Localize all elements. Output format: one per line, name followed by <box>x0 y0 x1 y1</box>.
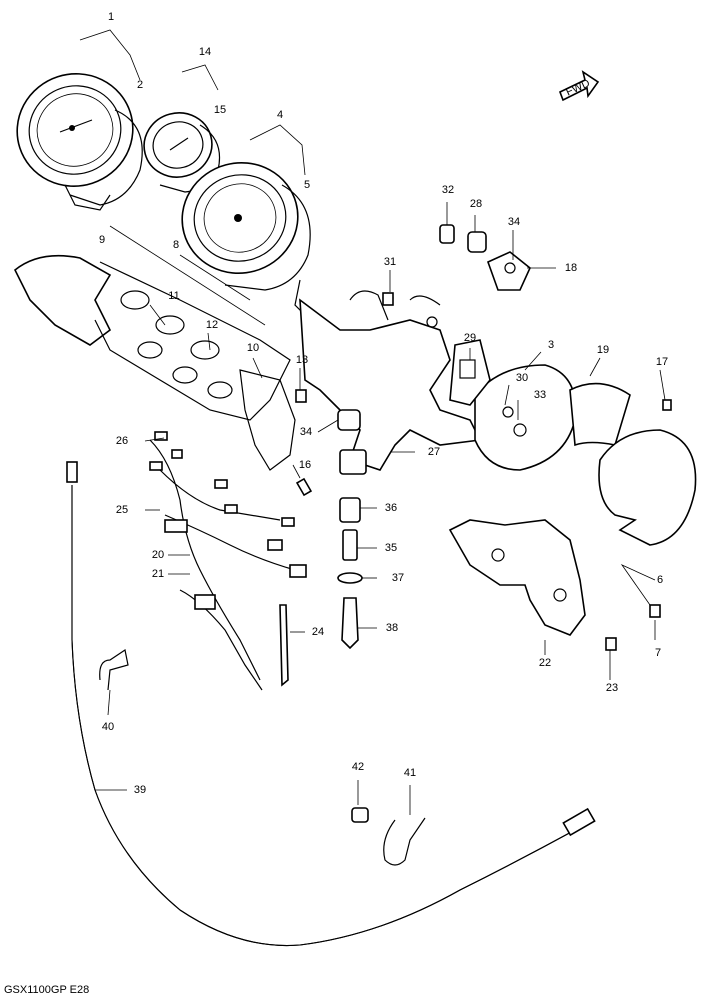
callout-18: 18 <box>565 262 577 274</box>
callout-13: 13 <box>296 354 308 366</box>
screws[interactable] <box>605 399 672 651</box>
callout-34a: 34 <box>508 216 520 228</box>
callout-32: 32 <box>442 184 454 196</box>
callout-15: 15 <box>214 104 226 116</box>
callout-24: 24 <box>312 626 324 638</box>
callout-12: 12 <box>206 319 218 331</box>
indicator-housing[interactable] <box>474 364 697 546</box>
callout-9: 9 <box>99 234 105 246</box>
callout-40: 40 <box>102 721 114 733</box>
callout-35: 35 <box>385 542 397 554</box>
callout-33: 33 <box>534 389 546 401</box>
speedometer[interactable] <box>3 59 148 211</box>
callout-25: 25 <box>116 504 128 516</box>
tachometer[interactable] <box>170 150 311 321</box>
callout-16: 16 <box>299 459 311 471</box>
callout-8: 8 <box>173 239 179 251</box>
top-small-parts[interactable] <box>439 224 531 291</box>
callout-14: 14 <box>199 46 211 58</box>
leader-lines <box>79 29 666 815</box>
speedometer-cable[interactable] <box>66 461 596 947</box>
callout-3: 3 <box>548 339 554 351</box>
callout-30: 30 <box>516 372 528 384</box>
callout-labels: 1 2 3 4 5 6 7 8 9 10 11 12 13 14 15 16 1… <box>99 11 668 796</box>
callout-31: 31 <box>384 256 396 268</box>
wiring-harness[interactable] <box>149 431 307 691</box>
callout-42: 42 <box>352 761 364 773</box>
callout-37: 37 <box>392 572 404 584</box>
cable-clamps[interactable] <box>99 649 426 866</box>
instrument-lower-cover[interactable] <box>13 254 296 471</box>
center-fasteners[interactable] <box>279 292 394 687</box>
callout-22: 22 <box>539 657 551 669</box>
callout-10: 10 <box>247 342 259 354</box>
callout-21: 21 <box>152 568 164 580</box>
callout-39: 39 <box>134 784 146 796</box>
callout-27: 27 <box>428 446 440 458</box>
callout-23: 23 <box>606 682 618 694</box>
callout-19: 19 <box>597 344 609 356</box>
callout-6: 6 <box>657 574 663 586</box>
callout-41: 41 <box>404 767 416 779</box>
callout-34b: 34 <box>300 426 312 438</box>
callout-1: 1 <box>108 11 114 23</box>
forward-direction-mark: FWD <box>558 70 600 102</box>
callout-4: 4 <box>277 109 283 121</box>
callout-7: 7 <box>655 647 661 659</box>
callout-11: 11 <box>168 290 179 302</box>
callout-26: 26 <box>116 435 128 447</box>
callout-29: 29 <box>464 332 476 344</box>
mounting-plate[interactable] <box>448 519 586 636</box>
callout-38: 38 <box>386 622 398 634</box>
callout-28: 28 <box>470 198 482 210</box>
callout-17: 17 <box>656 356 668 368</box>
callout-36: 36 <box>385 502 397 514</box>
socket-plate[interactable] <box>449 339 491 406</box>
diagram-code: GSX1100GP E28 <box>4 984 89 996</box>
callout-2: 2 <box>137 79 143 91</box>
callout-5: 5 <box>304 179 310 191</box>
callout-20: 20 <box>152 549 164 561</box>
